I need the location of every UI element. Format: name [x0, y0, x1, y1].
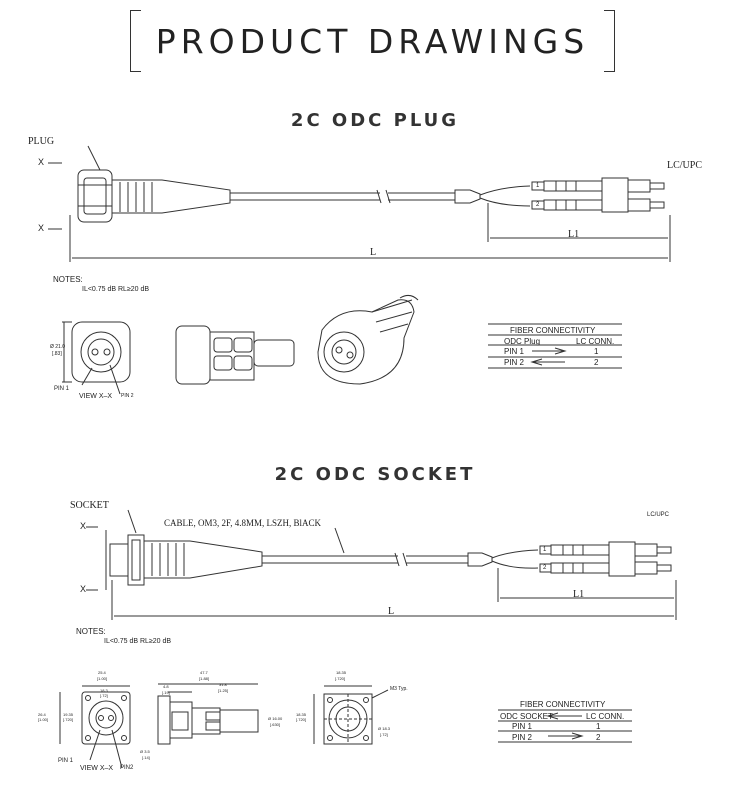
socket-dim-d7s: [1.25]	[218, 688, 229, 693]
plug-connectivity-table-lines	[488, 323, 622, 369]
socket-dim-d6: 47.7	[200, 670, 208, 675]
socket-pin-1-tag: 1	[543, 547, 547, 553]
socket-dim-l: L	[388, 606, 395, 617]
socket-dim-d7: 31.8	[219, 682, 227, 687]
socket-connectivity-table-lines	[498, 709, 632, 743]
plug-side-view	[175, 325, 295, 385]
plug-table-title: FIBER CONNECTIVITY	[510, 326, 596, 335]
socket-view-label: VIEW X–X	[80, 765, 114, 772]
plug-label: PLUG	[28, 136, 55, 147]
plug-notes-line: IL<0.75 dB RL≥20 dB	[82, 286, 150, 293]
plug-front-view	[62, 321, 131, 395]
socket-pin2-label: PIN2	[120, 765, 134, 771]
socket-dim-d9s: [.630]	[270, 722, 281, 727]
plug-pin2-label: PIN 2	[121, 393, 134, 399]
socket-dim-d11s: [.720]	[296, 717, 307, 722]
socket-x-bottom: X	[80, 584, 87, 594]
plug-side-drawing	[48, 145, 671, 262]
plug-pin1-label: PIN 1	[54, 386, 70, 392]
socket-table-col2: LC CONN.	[586, 712, 625, 721]
title-bracket-left	[130, 10, 141, 72]
socket-dim-l1: L1	[573, 589, 585, 600]
plug-table-row1-right: 1	[594, 347, 599, 356]
socket-dim-d10: 18.35	[336, 670, 347, 675]
socket-table-row2-left: PIN 2	[512, 733, 533, 742]
plug-dim-diameter: Ø 21.0	[50, 344, 66, 350]
socket-label: SOCKET	[70, 500, 109, 511]
socket-notes-line: IL<0.75 dB RL≥20 dB	[104, 638, 172, 645]
plug-table-row1-left: PIN 1	[504, 347, 525, 356]
socket-dim-d10s: [.720]	[335, 676, 346, 681]
socket-side-drawing	[86, 509, 677, 620]
socket-table-title: FIBER CONNECTIVITY	[520, 700, 606, 709]
socket-rear-view	[313, 685, 389, 745]
plug-table-col2: LC CONN.	[576, 337, 615, 346]
plug-table-row2-right: 2	[594, 358, 599, 367]
plug-notes-title: NOTES:	[53, 275, 83, 284]
plug-section-title: 2C ODC PLUG	[290, 110, 460, 131]
socket-dim-d2s: [.72]	[100, 693, 108, 698]
socket-pin-2-tag: 2	[543, 565, 547, 571]
socket-notes-title: NOTES:	[76, 627, 106, 636]
socket-side-view	[157, 683, 259, 745]
plug-x-top: X	[38, 157, 45, 167]
socket-dim-d6s: [1.88]	[199, 676, 210, 681]
plug-dim-l1: L1	[568, 229, 580, 240]
socket-dim-d5s: [.14]	[142, 755, 150, 760]
socket-dim-d9: Ø 16.00	[268, 716, 283, 721]
socket-dim-d11: 18.35	[296, 712, 307, 717]
socket-cable-label: CABLE, OM3, 2F, 4.8MM, LSZH, BlACK	[164, 518, 322, 528]
socket-dim-d1s: [1.00]	[97, 676, 108, 681]
socket-table-row1-right: 1	[596, 722, 601, 731]
socket-connector-label: LC/UPC	[647, 512, 670, 518]
socket-dim-d3: 19.35	[63, 712, 74, 717]
title-frame: PRODUCT DRAWINGS	[130, 10, 615, 72]
socket-dim-d4: 26.4	[38, 712, 46, 717]
socket-dim-d3s: [.720]	[63, 717, 74, 722]
page-title: PRODUCT DRAWINGS	[155, 22, 590, 61]
plug-perspective-view	[317, 294, 419, 385]
socket-table-row1-left: PIN 1	[512, 722, 533, 731]
plug-dim-l: L	[370, 247, 377, 258]
socket-table-row2-right: 2	[596, 733, 601, 742]
plug-view-label: VIEW X–X	[79, 393, 113, 400]
socket-pin1-label: PIN 1	[58, 758, 74, 764]
socket-dim-d12: Ø 18.3	[378, 726, 391, 731]
plug-dim-diameter-sub: [.83]	[52, 351, 62, 357]
plug-table-row2-left: PIN 2	[504, 358, 525, 367]
socket-dim-d2: 18.3	[100, 688, 108, 693]
socket-dim-d8s: [.19]	[162, 690, 170, 695]
plug-pin-1-tag: 1	[536, 183, 540, 189]
plug-pin-2-tag: 2	[536, 202, 540, 208]
plug-table-col1: ODC Plug	[504, 337, 541, 346]
socket-dim-d4s: [1.00]	[38, 717, 49, 722]
socket-dim-d12s: [.72]	[380, 732, 388, 737]
plug-connector-label: LC/UPC	[667, 160, 703, 171]
socket-dim-d1: 25.4	[98, 670, 106, 675]
socket-table-col1: ODC SOCKET	[500, 712, 553, 721]
socket-dim-d5: Ø 3.5	[140, 749, 150, 754]
plug-x-bottom: X	[38, 223, 45, 233]
socket-x-top: X	[80, 521, 87, 531]
socket-dim-d13: M3 Typ.	[390, 686, 408, 692]
title-bracket-right	[604, 10, 615, 72]
socket-section-title: 2C ODC SOCKET	[274, 464, 476, 485]
socket-front-view	[59, 685, 131, 769]
socket-dim-d8: 4.8	[163, 684, 169, 689]
